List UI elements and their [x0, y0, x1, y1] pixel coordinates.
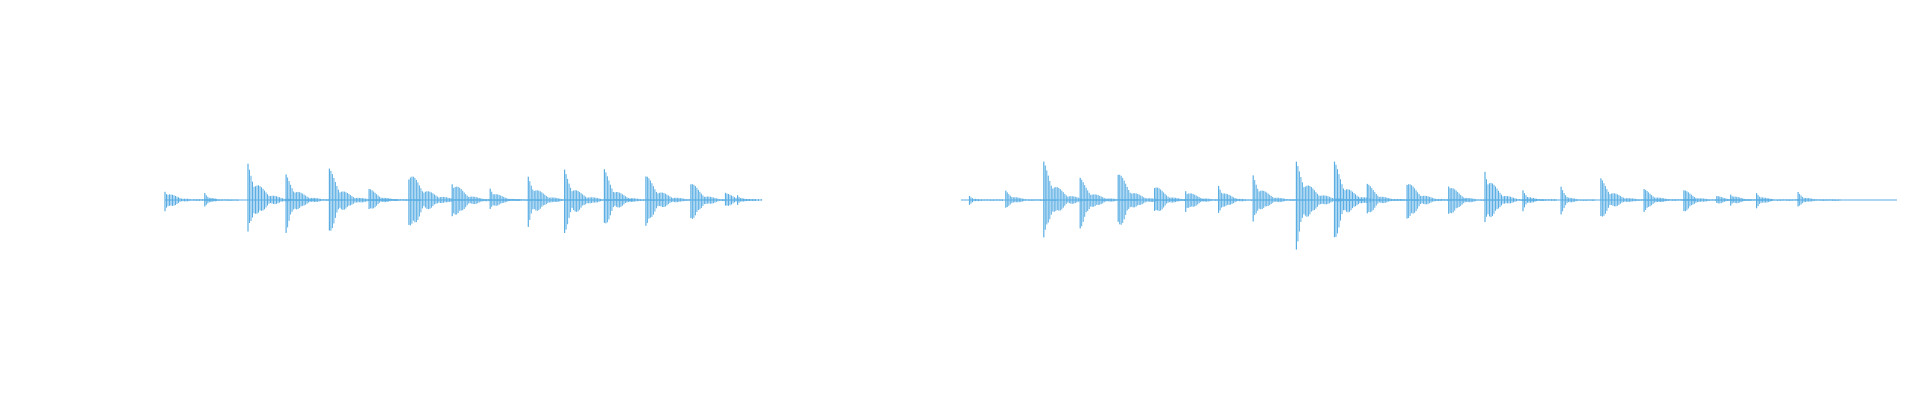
waveform-transient: [736, 195, 763, 205]
waveform-transient: [563, 169, 633, 233]
waveform-transient: [408, 176, 486, 226]
waveform-transient: [1730, 194, 1774, 206]
waveform-transient: [1153, 187, 1207, 211]
waveform-transient: [1295, 161, 1365, 250]
waveform-transient: [247, 163, 316, 232]
waveform-transient: [285, 174, 346, 233]
waveform-transient: [1484, 171, 1544, 223]
waveform-transient: [368, 189, 421, 209]
waveform-peaks: [164, 161, 1841, 250]
waveform-transient: [1797, 192, 1841, 207]
waveform-transient: [1560, 186, 1595, 215]
waveform-transient: [690, 184, 750, 219]
waveform-transient: [164, 191, 217, 212]
waveform-transient: [968, 195, 1003, 205]
waveform-transient: [1252, 175, 1313, 222]
waveform-transient: [328, 168, 398, 231]
waveform-transient: [1366, 183, 1419, 214]
waveform-transient: [1600, 178, 1669, 217]
waveform-transient: [1522, 190, 1557, 212]
waveform-transient: [1643, 189, 1696, 212]
waveform-transient: [527, 176, 588, 227]
waveform-transient: [204, 193, 239, 207]
waveform-transient: [1755, 193, 1800, 209]
waveform-transient: [489, 188, 542, 209]
waveform-transient: [603, 169, 664, 224]
waveform-transient: [1333, 161, 1403, 238]
waveform-transient: [1406, 184, 1467, 219]
waveform-transient: [1005, 190, 1058, 208]
waveform-transient: [1043, 161, 1112, 238]
